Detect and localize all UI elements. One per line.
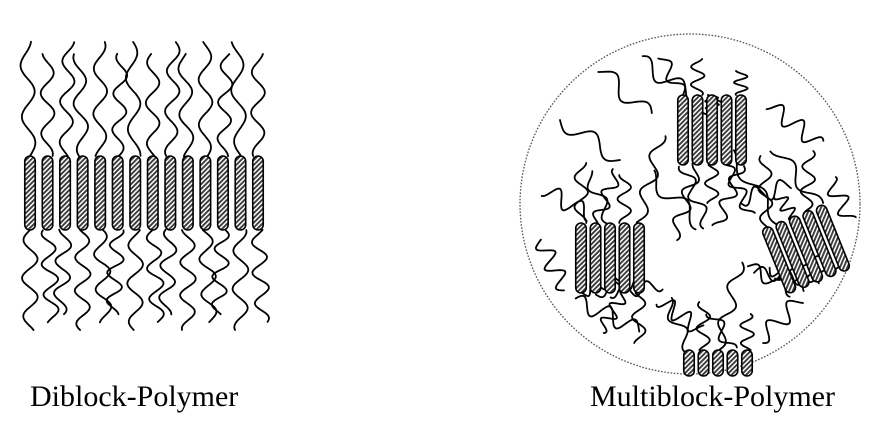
hydrophobic-block — [42, 156, 53, 230]
hydrophobic-block — [95, 156, 106, 230]
micelle-loop — [542, 189, 587, 221]
upper-chain — [93, 42, 107, 156]
lower-chain — [42, 230, 59, 322]
hydrophobic-block — [605, 223, 616, 293]
lower-chain — [22, 230, 38, 330]
micelle-loop — [536, 240, 566, 291]
hydrophobic-block — [25, 156, 36, 230]
hydrophobic-block — [692, 95, 703, 165]
upper-chain — [126, 42, 141, 156]
lower-chain — [127, 230, 143, 330]
hydrophobic-block — [253, 156, 264, 230]
upper-chain — [199, 42, 213, 156]
upper-chain — [146, 54, 160, 156]
micelle-loop — [828, 177, 856, 217]
lower-chain — [252, 230, 269, 322]
hydrophobic-block — [130, 156, 141, 230]
upper-chain — [112, 54, 127, 156]
hydrophobic-block — [684, 350, 695, 376]
micelle-chain — [658, 59, 685, 96]
hydrophobic-block — [77, 156, 88, 230]
hydrophobic-block — [590, 223, 601, 293]
micelle-loop — [560, 120, 620, 161]
micelle-loop — [643, 56, 688, 99]
micelle-chain — [770, 151, 823, 203]
micelle-chain — [632, 293, 646, 343]
upper-chain — [41, 54, 55, 156]
upper-chain — [231, 42, 246, 156]
micelle-chain — [668, 298, 688, 352]
upper-chain — [21, 42, 36, 156]
hydrophobic-block — [619, 223, 630, 293]
micelle-chain — [726, 165, 755, 213]
upper-chain — [251, 54, 265, 156]
diblock-polymer-figure — [21, 42, 270, 330]
hydrophobic-block — [698, 350, 709, 376]
hydrophobic-block — [200, 156, 211, 230]
lower-chain — [180, 230, 196, 330]
upper-chain — [60, 42, 75, 156]
hydrophobic-block — [707, 95, 718, 165]
lower-chain — [147, 230, 164, 322]
lower-chain — [159, 230, 176, 315]
hydrophobic-block — [112, 156, 123, 230]
micelle-chain — [705, 165, 718, 203]
hydrophobic-block — [721, 95, 732, 165]
multiblock-caption: Multiblock-Polymer — [590, 382, 835, 412]
micelle-chain — [575, 163, 588, 223]
hydrophobic-block — [727, 350, 738, 376]
hydrophobic-block — [183, 156, 194, 230]
upper-chain — [73, 54, 88, 156]
hydrophobic-block — [235, 156, 246, 230]
hydrophobic-block — [576, 223, 587, 293]
hydrophobic-block — [713, 350, 724, 376]
micelle-loop — [576, 296, 640, 332]
micelle-chain — [588, 171, 608, 224]
micelle-chain — [801, 151, 815, 211]
micelle-chain — [618, 175, 632, 223]
micelle-chain — [706, 315, 737, 348]
hydrophobic-block — [742, 350, 753, 376]
lower-chain — [75, 230, 91, 330]
hydrophobic-block — [678, 95, 689, 165]
micelle-loop — [767, 105, 824, 142]
hydrophobic-block — [165, 156, 176, 230]
micelle-chain — [740, 314, 754, 350]
micelle-chain — [691, 59, 705, 95]
diblock-caption: Diblock-Polymer — [30, 382, 238, 412]
hydrophobic-block — [218, 156, 229, 230]
micelle-loop — [598, 72, 652, 113]
upper-chain — [165, 42, 180, 156]
micelle-chain — [775, 197, 796, 219]
hydrophobic-block — [634, 223, 645, 293]
hydrophobic-block — [60, 156, 71, 230]
upper-chain — [218, 54, 233, 156]
micelle-chain — [734, 71, 748, 95]
upper-chain — [178, 54, 193, 156]
micelle-chain — [718, 263, 744, 351]
micelle-chain — [637, 136, 666, 222]
hydrophobic-block — [148, 156, 159, 230]
lower-chain — [233, 230, 249, 330]
lower-chain — [54, 230, 71, 315]
multiblock-polymer-figure — [520, 34, 860, 376]
hydrophobic-block — [736, 95, 747, 165]
